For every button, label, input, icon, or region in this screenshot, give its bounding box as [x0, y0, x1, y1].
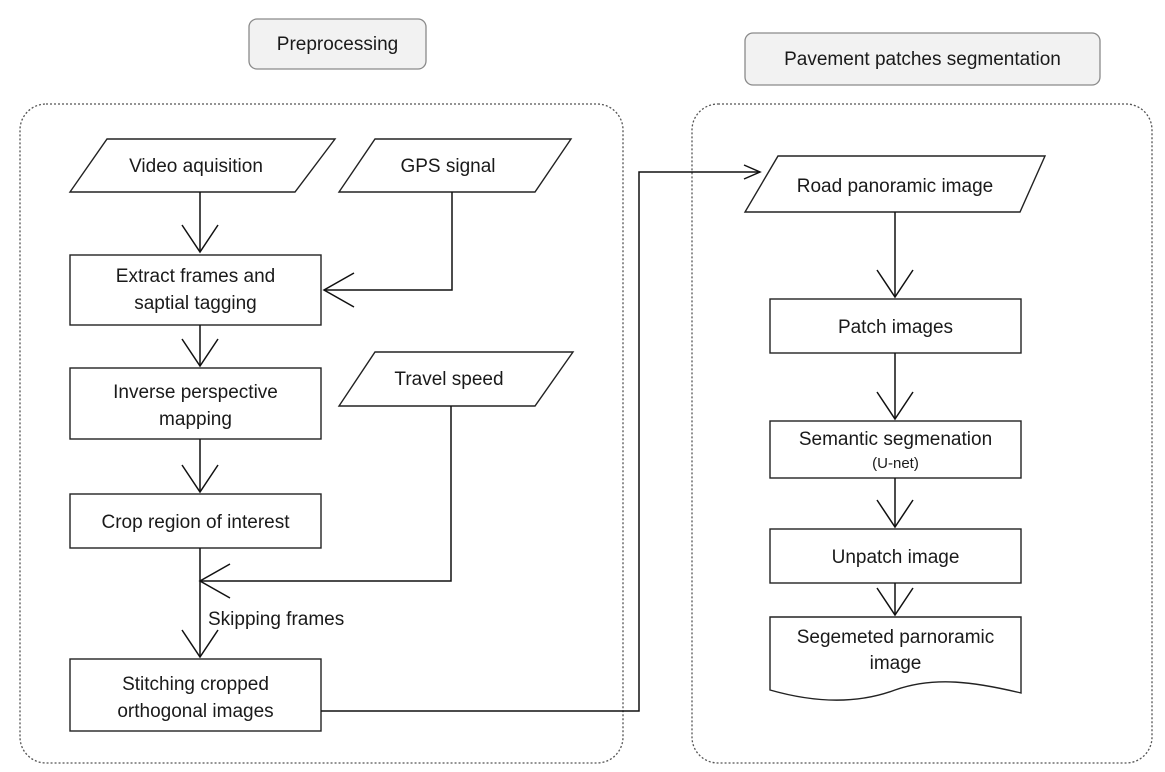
semantic-segmentation-node: Semantic segmenation (U-net) — [769, 420, 1022, 479]
segmentation-container — [691, 103, 1153, 764]
stitching-node: Stitching cropped orthogonal images — [69, 658, 322, 732]
crop-region-node: Crop region of interest — [69, 493, 322, 549]
segmented-panoramic-label-line1: Segemeted parnoramic — [797, 627, 995, 648]
stitching-label-line1: Stitching cropped — [122, 674, 269, 695]
inverse-perspective-label-line2: mapping — [159, 409, 232, 430]
inverse-perspective-node: Inverse perspective mapping — [69, 367, 322, 440]
arrow-travel-speed-to-skip — [200, 406, 452, 582]
segmentation-connectors — [876, 212, 914, 617]
patch-images-label: Patch images — [838, 317, 953, 338]
preprocessing-section-title: Preprocessing — [277, 34, 398, 55]
inverse-perspective-label-line1: Inverse perspective — [113, 382, 278, 403]
skipping-frames-label: Skipping frames — [208, 609, 344, 630]
gps-signal-label: GPS signal — [400, 156, 495, 177]
extract-frames-label-line1: Extract frames and — [116, 266, 275, 287]
unpatch-image-node: Unpatch image — [769, 528, 1022, 584]
gps-signal-node: GPS signal — [337, 138, 573, 193]
video-acquisition-node: Video aquisition — [68, 138, 337, 193]
travel-speed-label: Travel speed — [394, 369, 503, 390]
preprocessing-connectors — [181, 164, 762, 712]
preprocessing-section-header: Preprocessing — [248, 18, 427, 70]
unpatch-image-label: Unpatch image — [832, 547, 960, 568]
semantic-segmentation-label-line1: Semantic segmenation — [799, 429, 992, 450]
segmentation-section-header: Pavement patches segmentation — [744, 32, 1101, 86]
segmented-panoramic-node: Segemeted parnoramic image — [769, 616, 1022, 701]
arrow-stitching-to-road-panoramic — [321, 171, 760, 712]
segmented-panoramic-label-line2: image — [870, 653, 922, 674]
crop-region-label: Crop region of interest — [102, 512, 291, 533]
extract-frames-node: Extract frames and saptial tagging — [69, 254, 322, 326]
semantic-segmentation-label-line2: (U-net) — [872, 455, 919, 472]
segmentation-section-title: Pavement patches segmentation — [784, 49, 1061, 70]
road-panoramic-label: Road panoramic image — [797, 176, 993, 197]
arrow-gps-to-extract — [324, 192, 453, 291]
road-panoramic-node: Road panoramic image — [743, 155, 1047, 213]
stitching-label-line2: orthogonal images — [117, 701, 273, 722]
travel-speed-node: Travel speed — [337, 351, 575, 407]
video-acquisition-label: Video aquisition — [129, 156, 263, 177]
patch-images-node: Patch images — [769, 298, 1022, 354]
extract-frames-label-line2: saptial tagging — [134, 293, 257, 314]
